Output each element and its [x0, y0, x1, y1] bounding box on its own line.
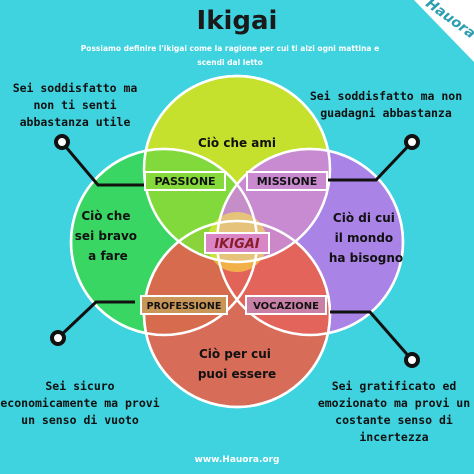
note-top-right: Sei soddisfatto ma non guadagni abbastan…: [309, 89, 463, 120]
label-circle-left: Ciò che sei bravo a fare: [75, 209, 141, 263]
label-circle-right-line1: Ciò di cui: [333, 211, 395, 225]
note-bottom-right: Sei gratificato ed emozionato ma provi u…: [317, 379, 471, 444]
connector-bottom-right: [330, 310, 414, 361]
label-circle-bottom-line2: puoi essere: [198, 367, 276, 381]
connector-lines: [56, 138, 416, 361]
subtitle: Possiamo definire l'ikigai come la ragio…: [80, 44, 380, 67]
connector-bottom-left: [56, 300, 135, 340]
label-passione: PASSIONE: [154, 175, 215, 188]
label-circle-right-line2: il mondo: [335, 231, 394, 245]
hauora-logo[interactable]: Hauora: [394, 0, 474, 62]
label-circle-right: Ciò di cui il mondo ha bisogno: [329, 211, 403, 265]
dot-bottom-left: [50, 330, 66, 346]
label-ikigai: IKIGAI: [214, 237, 259, 252]
label-vocazione: VOCAZIONE: [253, 301, 319, 312]
footer-url[interactable]: www.Hauora.org: [194, 455, 280, 465]
label-professione: PROFESSIONE: [147, 301, 222, 312]
label-circle-left-line2: sei bravo: [75, 229, 137, 243]
label-circle-top: Ciò che ami: [198, 136, 276, 150]
label-circle-bottom: Ciò per cui puoi essere: [198, 347, 276, 381]
connector-top-right: [328, 138, 416, 182]
dot-top-right: [404, 134, 420, 150]
dot-top-left: [54, 134, 70, 150]
label-circle-left-line1: Ciò che: [81, 209, 130, 223]
dot-bottom-right: [404, 352, 420, 368]
label-circle-left-line3: a fare: [88, 249, 128, 263]
label-missione: MISSIONE: [257, 175, 318, 188]
label-circle-bottom-line1: Ciò per cui: [199, 347, 271, 361]
note-top-left: Sei soddisfatto ma non ti senti abbastan…: [12, 81, 138, 129]
note-bottom-left: Sei sicuro economicamente ma provi un se…: [0, 379, 160, 427]
connector-top-left: [58, 139, 148, 187]
label-circle-right-line3: ha bisogno: [329, 251, 403, 265]
page-title: Ikigai: [196, 6, 278, 36]
